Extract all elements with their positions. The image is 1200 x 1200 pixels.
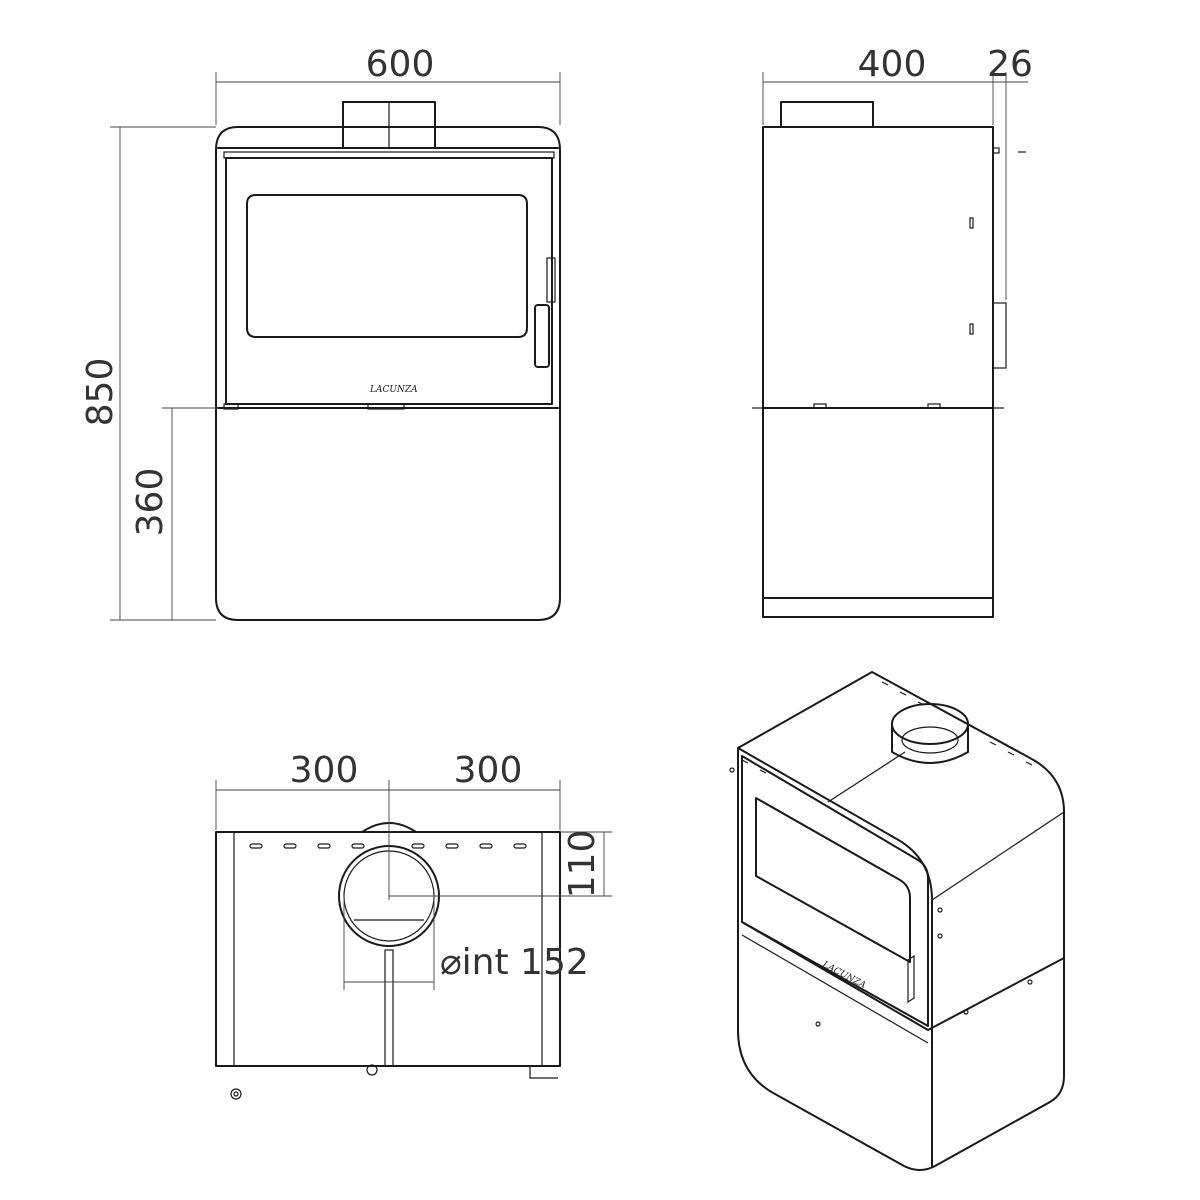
dim-width-600: 600	[366, 44, 435, 85]
dim-offset-26: 26	[987, 44, 1033, 85]
front-dimensions: 600 850 360	[80, 44, 561, 621]
top-dimensions: 300 300 110 ⌀int 152	[215, 750, 612, 990]
front-view: LACUNZA	[215, 101, 561, 621]
front-brand-logo: LACUNZA	[369, 385, 418, 395]
side-view	[752, 101, 1026, 618]
iso-view: LACUNZA	[729, 671, 1065, 1171]
dim-flue-diameter: ⌀int 152	[440, 942, 589, 983]
dim-right-300: 300	[454, 750, 523, 791]
dim-base-360: 360	[130, 468, 171, 537]
dim-flue-offset-110: 110	[562, 830, 603, 899]
dim-left-300: 300	[290, 750, 359, 791]
dim-depth-400: 400	[858, 44, 927, 85]
top-slots	[249, 843, 527, 849]
iso-brand-logo: LACUNZA	[820, 959, 868, 991]
dim-height-850: 850	[80, 358, 121, 427]
side-dimensions: 400 26	[762, 44, 1033, 300]
